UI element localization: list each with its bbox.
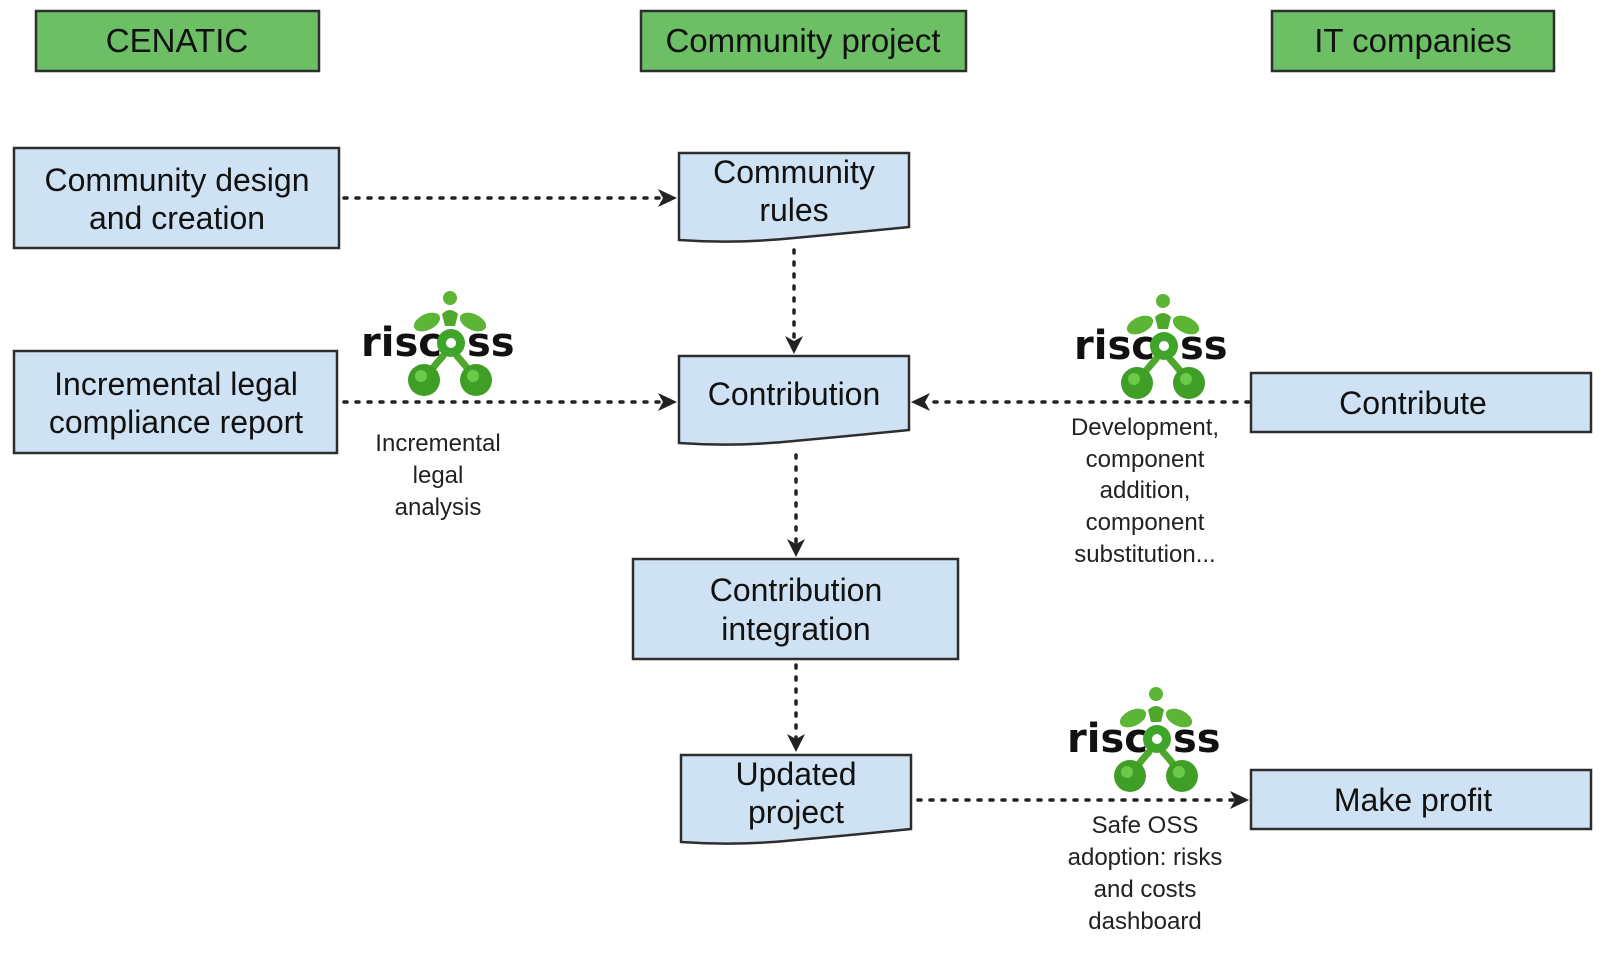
node-label-line: integration: [721, 611, 870, 647]
community-rules-doc: Community rules: [677, 151, 911, 243]
lane-header-label: Community project: [665, 22, 940, 59]
annotation-legal-analysis: Incremental legal analysis: [375, 430, 500, 521]
annotation-oss-adoption: Safe OSS adoption: risks and costs dashb…: [1068, 812, 1223, 935]
annotation-line: legal: [413, 462, 464, 489]
riscoss-logo-text-left: risc: [361, 320, 442, 366]
riscoss-logo-text-right: ss: [467, 320, 515, 366]
lane-header-cenatic: CENATIC: [34, 9, 321, 73]
riscoss-logo: risc ss: [1074, 294, 1228, 399]
annotation-line: Safe OSS: [1092, 812, 1199, 839]
lane-header-label: CENATIC: [106, 22, 248, 59]
node-label-line: Incremental legal: [54, 366, 298, 402]
node-label-line: Contribution: [708, 376, 881, 412]
node-label-line: Updated: [736, 756, 857, 792]
node-label-line: Contribution: [710, 572, 883, 608]
arrow-integration-to-updated: [787, 663, 805, 752]
arrow-updated-to-profit: [916, 791, 1249, 809]
node-label-line: Make profit: [1334, 782, 1492, 818]
annotation-line: adoption: risks: [1068, 844, 1223, 871]
arrow-report-to-contribution: [342, 393, 677, 411]
annotation-line: dashboard: [1088, 908, 1201, 935]
lane-header-community-project: Community project: [639, 9, 968, 73]
arrow-rules-to-contribution: [785, 248, 803, 354]
lane-header-it-companies: IT companies: [1270, 9, 1556, 73]
arrow-contribute-to-contribution: [911, 393, 1251, 411]
contribution-integration-box: Contribution integration: [631, 557, 960, 661]
lane-header-label: IT companies: [1314, 22, 1511, 59]
contribute-box: Contribute: [1249, 371, 1593, 434]
annotation-line: analysis: [395, 494, 482, 521]
node-label-line: and creation: [89, 200, 265, 236]
riscoss-logo: risc ss: [1067, 687, 1221, 792]
updated-project-doc: Updated project: [679, 753, 913, 845]
node-label-line: Community design: [45, 162, 310, 198]
annotation-line: and costs: [1094, 876, 1197, 903]
annotation-line: Incremental: [375, 430, 500, 457]
annotation-line: Development,: [1071, 414, 1219, 441]
contribution-doc: Contribution: [677, 354, 911, 446]
riscoss-logo-text-left: risc: [1074, 323, 1155, 369]
node-label-line: rules: [759, 192, 828, 228]
annotation-line: addition,: [1100, 477, 1191, 504]
annotation-line: component: [1086, 509, 1205, 536]
arrow-contribution-to-integration: [787, 453, 805, 557]
riscoss-logo-text-left: risc: [1067, 716, 1148, 762]
annotation-line: component: [1086, 446, 1205, 473]
riscoss-logo-text-right: ss: [1180, 323, 1228, 369]
community-design-box: Community design and creation: [12, 146, 341, 250]
node-label-line: Community: [713, 154, 875, 190]
node-label-line: Contribute: [1339, 385, 1487, 421]
annotation-line: substitution...: [1074, 541, 1215, 568]
node-label-line: compliance report: [49, 404, 303, 440]
node-label-line: project: [748, 794, 844, 830]
riscoss-logo: risc ss: [361, 291, 515, 396]
arrow-design-to-rules: [342, 189, 677, 207]
compliance-report-box: Incremental legal compliance report: [12, 349, 339, 455]
make-profit-box: Make profit: [1249, 768, 1593, 831]
riscoss-logo-text-right: ss: [1173, 716, 1221, 762]
annotation-development: Development, component addition, compone…: [1071, 414, 1219, 568]
